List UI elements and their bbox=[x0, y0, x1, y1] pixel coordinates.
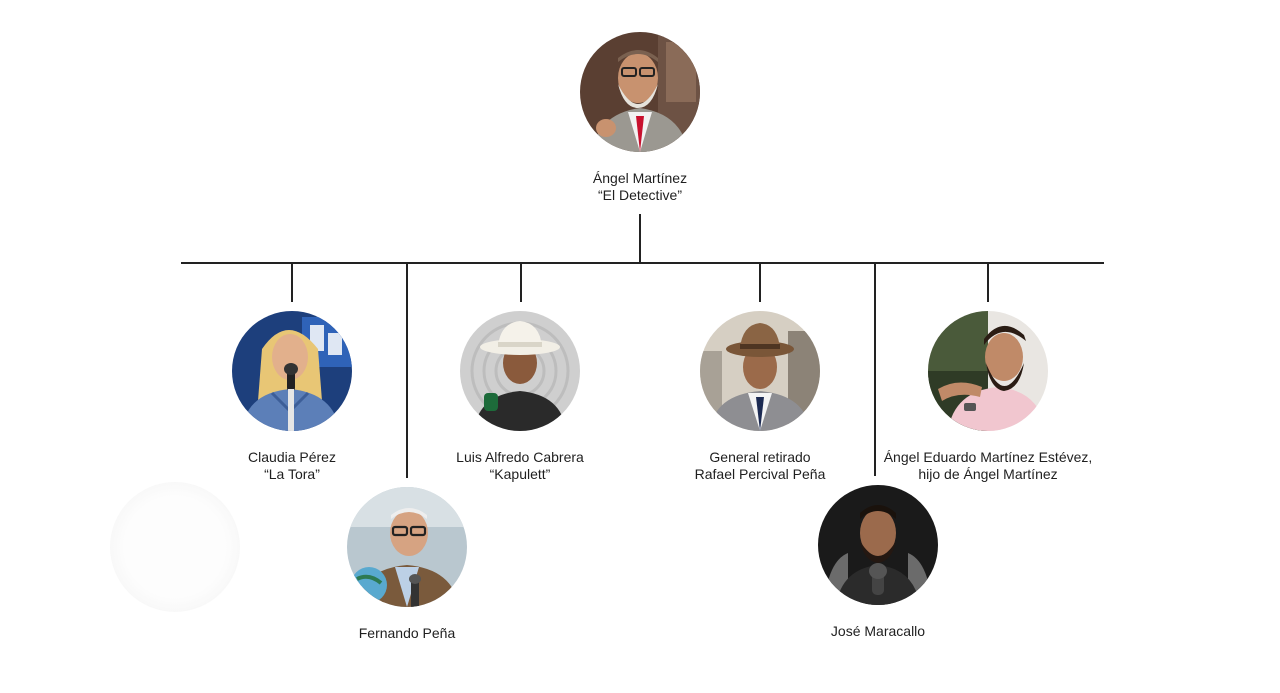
faded-placeholder-circle bbox=[110, 482, 240, 612]
name-angel-eduardo-martinez-estevez: Ángel Eduardo Martínez Estévez, bbox=[883, 449, 1093, 465]
node-luis-alfredo-cabrera: Luis Alfredo Cabrera “Kapulett” bbox=[400, 311, 640, 483]
connector-luis bbox=[520, 262, 522, 302]
photo-angel-eduardo-martinez-estevez bbox=[928, 311, 1048, 431]
node-fernando-pena: Fernando Peña bbox=[287, 487, 527, 642]
name-rafael-percival-pena: Rafael Percival Peña bbox=[694, 466, 826, 482]
alias-claudia-perez: “La Tora” bbox=[264, 466, 320, 482]
node-angel-martinez: Ángel Martínez “El Detective” bbox=[520, 32, 760, 204]
label-claudia-perez: Claudia Pérez “La Tora” bbox=[172, 449, 412, 483]
node-claudia-perez: Claudia Pérez “La Tora” bbox=[172, 311, 412, 483]
label-angel-eduardo-martinez-estevez: Ángel Eduardo Martínez Estévez, hijo de … bbox=[868, 449, 1108, 483]
connector-horizontal-bar bbox=[181, 262, 1104, 264]
alias-angel-martinez: “El Detective” bbox=[597, 187, 683, 203]
photo-fernando-pena bbox=[347, 487, 467, 607]
connector-claudia bbox=[291, 262, 293, 302]
label-angel-martinez: Ángel Martínez “El Detective” bbox=[520, 170, 760, 204]
connector-root-down bbox=[639, 214, 641, 264]
label-fernando-pena: Fernando Peña bbox=[287, 625, 527, 642]
relation-angel-eduardo-martinez-estevez: hijo de Ángel Martínez bbox=[918, 466, 1058, 482]
photo-angel-martinez bbox=[580, 32, 700, 152]
title-rafael-percival-pena: General retirado bbox=[709, 449, 811, 465]
connector-fernando bbox=[406, 262, 408, 478]
label-rafael-percival-pena: General retirado Rafael Percival Peña bbox=[640, 449, 880, 483]
node-jose-maracallo: José Maracallo bbox=[758, 485, 998, 640]
connector-general bbox=[759, 262, 761, 302]
photo-claudia-perez bbox=[232, 311, 352, 431]
photo-luis-alfredo-cabrera bbox=[460, 311, 580, 431]
name-jose-maracallo: José Maracallo bbox=[830, 623, 926, 639]
photo-jose-maracallo bbox=[818, 485, 938, 605]
name-angel-martinez: Ángel Martínez bbox=[592, 170, 688, 186]
connector-jose bbox=[874, 262, 876, 476]
name-claudia-perez: Claudia Pérez bbox=[248, 449, 336, 465]
node-angel-eduardo-martinez-estevez: Ángel Eduardo Martínez Estévez, hijo de … bbox=[868, 311, 1108, 483]
photo-rafael-percival-pena bbox=[700, 311, 820, 431]
label-jose-maracallo: José Maracallo bbox=[758, 623, 998, 640]
alias-luis-alfredo-cabrera: “Kapulett” bbox=[489, 466, 551, 482]
label-luis-alfredo-cabrera: Luis Alfredo Cabrera “Kapulett” bbox=[400, 449, 640, 483]
connector-angel-eduardo bbox=[987, 262, 989, 302]
name-fernando-pena: Fernando Peña bbox=[358, 625, 456, 641]
name-luis-alfredo-cabrera: Luis Alfredo Cabrera bbox=[456, 449, 584, 465]
node-rafael-percival-pena: General retirado Rafael Percival Peña bbox=[640, 311, 880, 483]
